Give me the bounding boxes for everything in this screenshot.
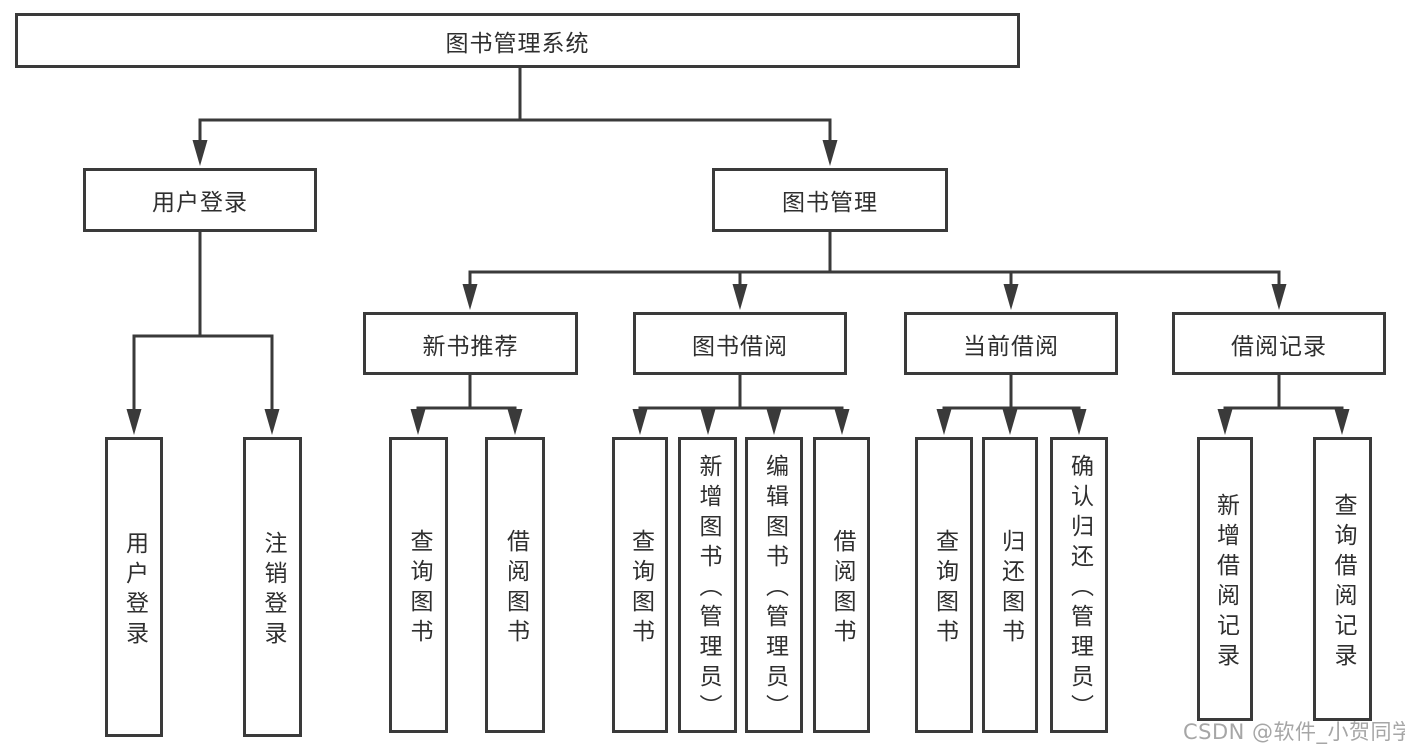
leaf-user-login-label: 用户登录 — [121, 530, 148, 651]
leaf-query-borrow-record-label: 查询借阅记录 — [1330, 492, 1356, 673]
arrowheads — [126, 140, 1350, 435]
node-library-system-label: 图书管理系统 — [445, 30, 590, 57]
node-book-management: 图书管理 — [712, 168, 948, 232]
leaf-return-books: 归还图书 — [982, 437, 1038, 733]
leaf-confirm-return-admin-label: 确认归还（管理员） — [1066, 453, 1093, 724]
node-new-book-recommend-label: 新书推荐 — [422, 333, 519, 360]
leaf-add-books-admin-label: 新增图书（管理员） — [695, 453, 721, 724]
leaf-query-books-1: 查询图书 — [389, 437, 448, 733]
node-book-management-label: 图书管理 — [782, 190, 878, 216]
node-borrow-records-label: 借阅记录 — [1231, 333, 1327, 360]
node-user-login-label: 用户登录 — [152, 190, 248, 216]
leaf-query-books-3-label: 查询图书 — [931, 528, 958, 649]
node-book-borrow-label: 图书借阅 — [692, 333, 788, 360]
leaf-confirm-return-admin: 确认归还（管理员） — [1050, 437, 1108, 733]
leaf-user-login: 用户登录 — [105, 437, 163, 737]
leaf-add-borrow-record-label: 新增借阅记录 — [1212, 492, 1239, 673]
leaf-logout-label: 注销登录 — [260, 530, 286, 651]
leaf-query-borrow-record: 查询借阅记录 — [1313, 437, 1372, 721]
leaf-add-books-admin: 新增图书（管理员） — [678, 437, 737, 733]
leaf-query-books-2-label: 查询图书 — [627, 528, 654, 649]
node-current-borrow: 当前借阅 — [904, 312, 1118, 375]
csdn-watermark: CSDN @软件_小贺同学 — [1183, 720, 1405, 744]
leaf-return-books-label: 归还图书 — [997, 528, 1024, 649]
node-user-login: 用户登录 — [83, 168, 317, 232]
leaf-query-books-2: 查询图书 — [612, 437, 668, 733]
node-library-system: 图书管理系统 — [15, 13, 1020, 68]
leaf-edit-books-admin-label: 编辑图书（管理员） — [761, 453, 788, 724]
leaf-edit-books-admin: 编辑图书（管理员） — [745, 437, 803, 733]
node-borrow-records: 借阅记录 — [1172, 312, 1386, 375]
leaf-borrow-books-1-label: 借阅图书 — [502, 528, 529, 649]
leaf-borrow-books-2-label: 借阅图书 — [829, 528, 855, 649]
node-book-borrow: 图书借阅 — [633, 312, 847, 375]
leaf-logout: 注销登录 — [243, 437, 302, 737]
leaf-borrow-books-2: 借阅图书 — [813, 437, 870, 733]
node-new-book-recommend: 新书推荐 — [363, 312, 578, 375]
leaf-query-books-3: 查询图书 — [915, 437, 973, 733]
leaf-query-books-1-label: 查询图书 — [406, 528, 432, 649]
node-current-borrow-label: 当前借阅 — [963, 333, 1059, 360]
leaf-borrow-books-1: 借阅图书 — [485, 437, 545, 733]
leaf-add-borrow-record: 新增借阅记录 — [1197, 437, 1253, 721]
